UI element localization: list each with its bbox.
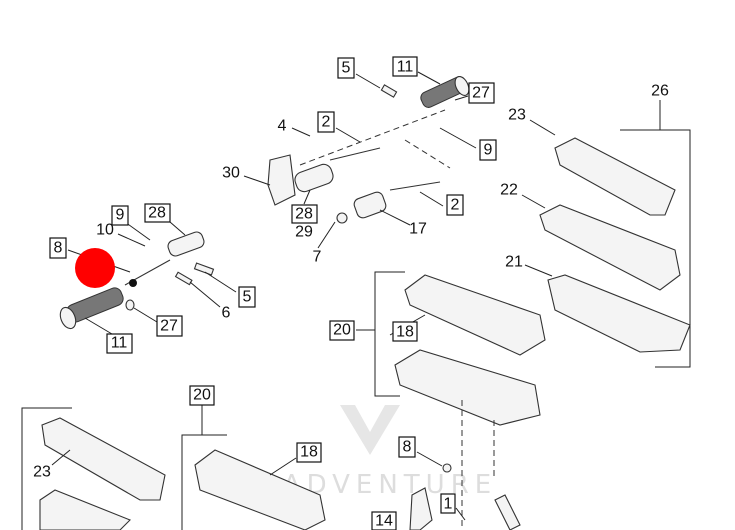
svg-text:27: 27 [472, 85, 490, 102]
callout-10: 10 [96, 222, 114, 239]
callout-6: 6 [222, 305, 231, 322]
callout-4: 4 [278, 118, 287, 135]
svg-text:2: 2 [322, 114, 331, 131]
svg-text:20: 20 [193, 387, 211, 404]
callout-7: 7 [313, 249, 322, 266]
callout-29: 29 [295, 224, 313, 241]
callout-27: 27 [468, 82, 495, 104]
svg-text:11: 11 [397, 59, 414, 76]
callout-28: 28 [291, 204, 318, 224]
boxed-labels: 5 11 27 2 9 28 2 9 28 8 5 11 27 20 18 20… [49, 56, 497, 530]
callout-18b: 18 [296, 442, 322, 463]
callout-9b: 9 [111, 205, 129, 226]
svg-text:5: 5 [243, 289, 252, 306]
svg-text:14: 14 [375, 513, 393, 530]
group-brackets [21, 100, 691, 530]
svg-text:28: 28 [295, 206, 313, 223]
callout-14: 14 [371, 511, 397, 530]
plain-labels: 4 23 26 30 29 17 7 22 21 10 6 23 [33, 83, 669, 481]
parts [39, 76, 691, 530]
callout-28b: 28 [144, 203, 171, 223]
callout-17: 17 [409, 221, 427, 238]
callout-11b: 11 [106, 333, 133, 354]
callout-5b: 5 [238, 286, 256, 308]
svg-text:18: 18 [300, 444, 318, 461]
svg-text:9: 9 [116, 207, 125, 224]
svg-text:11: 11 [111, 335, 128, 352]
callout-21: 21 [505, 254, 523, 271]
callout-11: 11 [392, 56, 418, 77]
callout-26: 26 [651, 83, 669, 100]
svg-text:27: 27 [160, 318, 178, 335]
svg-text:9: 9 [484, 142, 493, 159]
callout-23b: 23 [33, 464, 51, 481]
svg-text:8: 8 [54, 240, 63, 257]
svg-text:20: 20 [333, 322, 351, 339]
svg-text:28: 28 [148, 205, 166, 222]
callout-2: 2 [317, 111, 335, 133]
callout-30: 30 [222, 165, 240, 182]
svg-text:8: 8 [403, 439, 412, 456]
red-marker-dot [75, 248, 115, 288]
callout-8b: 8 [398, 436, 416, 458]
svg-text:18: 18 [396, 324, 414, 341]
svg-text:5: 5 [342, 60, 351, 77]
svg-text:1: 1 [444, 496, 453, 513]
callout-27b: 27 [156, 315, 183, 337]
callout-20b: 20 [189, 385, 215, 406]
callout-1: 1 [440, 493, 456, 514]
callout-22: 22 [500, 182, 518, 199]
callout-8: 8 [49, 237, 67, 259]
svg-text:2: 2 [451, 197, 460, 214]
callout-18: 18 [392, 321, 418, 342]
callout-23: 23 [508, 107, 526, 124]
callout-2b: 2 [446, 194, 464, 216]
callout-5: 5 [337, 57, 355, 79]
watermark: ADVENTURE [283, 405, 491, 500]
callout-20: 20 [329, 320, 355, 341]
callout-9: 9 [479, 139, 497, 161]
